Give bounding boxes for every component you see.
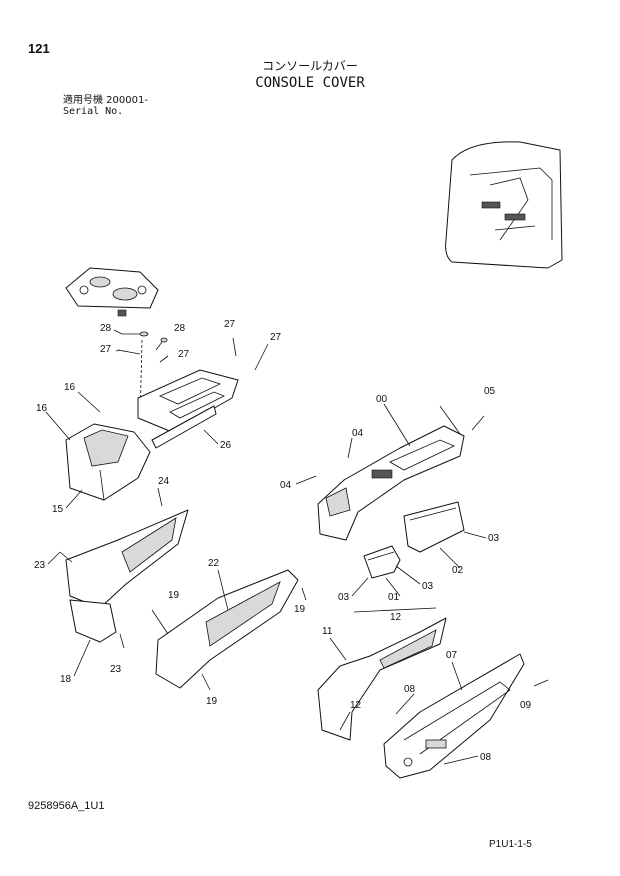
svg-text:12: 12	[350, 700, 362, 711]
svg-text:16: 16	[64, 382, 76, 393]
part-02-storage-bin	[403, 501, 465, 553]
svg-text:19: 19	[206, 696, 218, 707]
monitor-cluster	[65, 267, 159, 317]
fasteners-upper	[117, 331, 269, 421]
cab-overview	[445, 141, 563, 269]
part-22-side-cover	[151, 569, 307, 691]
svg-text:04: 04	[280, 480, 292, 491]
svg-text:08: 08	[480, 752, 492, 763]
svg-text:28: 28	[100, 323, 112, 334]
svg-text:18: 18	[60, 674, 72, 685]
svg-text:22: 22	[208, 558, 220, 569]
svg-text:09: 09	[520, 700, 532, 711]
svg-text:08: 08	[404, 684, 416, 695]
svg-text:19: 19	[294, 604, 306, 615]
part-01-small-tray	[363, 545, 401, 579]
part-07-right-side-cover	[383, 653, 549, 779]
svg-text:27: 27	[270, 332, 282, 343]
serial-label-en: Serial No.	[63, 106, 124, 117]
svg-text:07: 07	[446, 650, 458, 661]
svg-text:12: 12	[390, 612, 402, 623]
svg-text:26: 26	[220, 440, 232, 451]
svg-text:02: 02	[452, 565, 464, 576]
part-18-left-cover	[59, 487, 189, 649]
title-japanese: コンソールカバー	[262, 59, 358, 73]
svg-text:03: 03	[338, 592, 350, 603]
callout-labels: 28 28 27 27 27 27 16 16 26 15 24 23 23 1…	[34, 319, 532, 763]
svg-text:00: 00	[376, 394, 388, 405]
svg-text:28: 28	[174, 323, 186, 334]
svg-text:11: 11	[322, 626, 333, 637]
svg-text:27: 27	[224, 319, 236, 330]
svg-text:04: 04	[352, 428, 364, 439]
part-00-main-console	[317, 405, 485, 541]
svg-text:03: 03	[488, 533, 500, 544]
svg-text:03: 03	[422, 581, 434, 592]
svg-text:27: 27	[178, 349, 190, 360]
svg-text:23: 23	[34, 560, 46, 571]
page-reference: P1U1-1-5	[489, 839, 532, 850]
svg-text:27: 27	[100, 344, 112, 355]
serial-label-jp: 適用号機 200001-	[63, 95, 148, 106]
svg-text:19: 19	[168, 590, 180, 601]
svg-text:24: 24	[158, 476, 170, 487]
svg-text:05: 05	[484, 386, 496, 397]
svg-text:15: 15	[52, 504, 64, 515]
svg-text:23: 23	[110, 664, 122, 675]
part-26-tray-cover	[137, 369, 239, 449]
title-english: CONSOLE COVER	[255, 75, 365, 91]
part-15-console-box	[45, 411, 151, 501]
page-number: 121	[28, 41, 50, 56]
svg-text:01: 01	[388, 592, 400, 603]
leader-lines	[47, 329, 487, 765]
document-id: 9258956A_1U1	[28, 800, 105, 812]
part-11-right-cover	[317, 607, 447, 741]
svg-text:16: 16	[36, 403, 48, 414]
